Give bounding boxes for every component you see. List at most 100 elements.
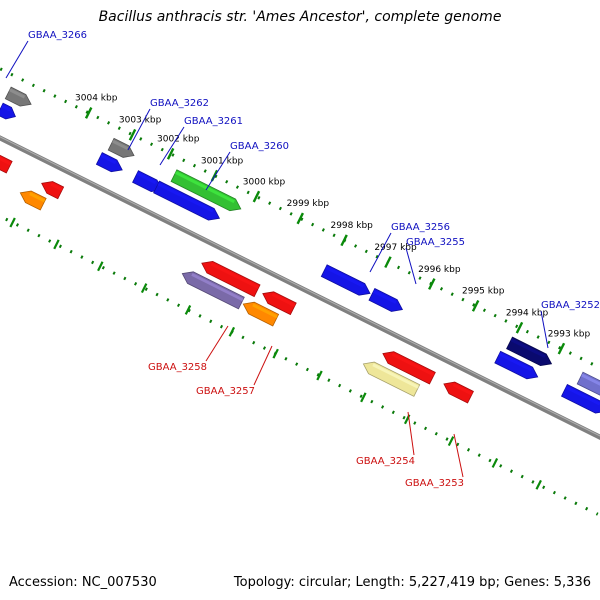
gene-highlight	[191, 273, 244, 302]
gene-label-leader	[127, 108, 151, 151]
reverse-gene-arrow	[181, 271, 245, 310]
inner-ring-tick	[140, 283, 148, 294]
scale-layer: 3004 kbp 3003 kbp 3002 kbp 3001 kbp 3000 kbp…	[0, 67, 600, 516]
scale-tick	[471, 299, 480, 312]
scale-tick	[296, 212, 305, 225]
gene-highlight	[391, 353, 435, 377]
scale-tick	[84, 107, 93, 119]
inner-ring-tick	[535, 479, 542, 490]
scale-tick-label: 3003 kbp	[119, 116, 162, 126]
forward-gene-arrow	[560, 383, 600, 414]
genome-backbone-highlight	[0, 136, 600, 437]
scale-tick-label: 2997 kbp	[374, 243, 417, 253]
accession-text: Accession: NC_007530	[9, 575, 157, 590]
inner-ring-tick	[491, 457, 499, 468]
scale-tick-label: 2999 kbp	[287, 199, 330, 209]
inner-ring-tick	[316, 370, 323, 381]
gene-label-leader	[453, 433, 464, 478]
gene-name-label: GBAA_3258	[148, 362, 207, 373]
gene-highlight	[112, 139, 129, 150]
scale-dotted-ring	[0, 67, 600, 370]
gene-highlight	[498, 352, 532, 372]
forward-gene-arrow	[576, 371, 600, 396]
scale-tick	[384, 256, 392, 269]
gene-name-label: GBAA_3262	[150, 98, 209, 109]
scale-tick-label: 2995 kbp	[462, 287, 505, 297]
scale-tick	[128, 128, 137, 141]
gene-highlight	[252, 303, 278, 319]
inner-ring-tick	[9, 217, 16, 228]
gene-name-label: GBAA_3266	[28, 30, 87, 41]
gene-highlight	[372, 289, 397, 304]
gene-highlight	[50, 182, 63, 192]
gene-name-label: GBAA_3257	[196, 386, 255, 397]
label-layer: GBAA_3266GBAA_3262GBAA_3261GBAA_3260GBAA…	[5, 30, 600, 489]
gene-layer	[0, 86, 600, 414]
inner-ring-tick	[447, 436, 455, 447]
gene-name-label: GBAA_3260	[230, 141, 289, 152]
reverse-gene-arrow	[262, 291, 297, 316]
inner-ring-tick	[184, 304, 192, 315]
gene-highlight	[510, 338, 546, 358]
inner-ring-tick	[272, 348, 279, 359]
gene-highlight	[452, 383, 473, 396]
forward-gene-arrow	[4, 86, 32, 107]
genome-backbone	[0, 135, 600, 440]
gene-label-leader	[405, 247, 417, 285]
scale-tick	[340, 234, 348, 247]
scale-tick-label: 3000 kbp	[243, 177, 286, 187]
gene-highlight	[210, 262, 260, 289]
reverse-gene-arrow	[443, 381, 474, 404]
reverse-gene-arrow	[242, 301, 280, 327]
gene-highlight	[0, 156, 12, 166]
scale-tick-label: 2993 kbp	[548, 329, 591, 339]
inner-ring-tick	[97, 261, 104, 272]
scale-tick-label: 3001 kbp	[201, 156, 244, 166]
scale-tick-label: 2996 kbp	[418, 265, 461, 275]
gene-highlight	[9, 88, 26, 99]
inner-ring-tick	[53, 239, 60, 250]
topology-summary: Topology: circular; Length: 5,227,419 bp…	[233, 575, 591, 590]
gene-highlight	[1, 104, 11, 112]
scale-tick	[515, 321, 524, 334]
gene-name-label: GBAA_3253	[405, 478, 464, 489]
inner-dotted-ring	[0, 214, 599, 516]
gene-name-label: GBAA_3254	[356, 456, 415, 467]
scale-tick	[166, 147, 175, 160]
reverse-gene-arrow	[362, 361, 421, 397]
gene-highlight	[581, 373, 600, 386]
scale-tick	[557, 342, 566, 355]
scale-tick	[428, 278, 436, 290]
gene-name-label: GBAA_3255	[406, 237, 465, 248]
gene-highlight	[136, 172, 157, 184]
gene-highlight	[29, 192, 46, 203]
backbone-layer	[0, 135, 600, 440]
gene-highlight	[100, 154, 117, 164]
gene-name-label: GBAA_3252	[541, 300, 600, 311]
gene-highlight	[325, 266, 365, 288]
gene-label-leader	[253, 345, 273, 386]
scale-tick-label: 2998 kbp	[330, 221, 373, 231]
reverse-gene-arrow	[201, 260, 261, 298]
gene-highlight	[372, 363, 419, 389]
gene-label-leader	[5, 40, 29, 79]
gene-label-leader	[205, 325, 229, 362]
map-title: Bacillus anthracis str. 'Ames Ancestor',…	[98, 9, 502, 25]
gene-highlight	[565, 385, 600, 406]
scale-tick-label: 3004 kbp	[75, 94, 118, 104]
scale-tick-label: 3002 kbp	[157, 135, 200, 145]
scale-tick-label: 2994 kbp	[506, 309, 549, 319]
forward-gene-arrow	[107, 137, 135, 158]
scale-tick	[252, 190, 261, 203]
gene-label-leader	[407, 411, 415, 456]
gene-label-leader	[205, 151, 231, 191]
gene-highlight	[174, 171, 235, 204]
gene-label-leader	[159, 126, 185, 166]
reverse-gene-arrow	[382, 351, 436, 385]
gene-highlight	[157, 182, 214, 213]
reverse-gene-arrow	[19, 190, 47, 211]
gene-label-leader	[369, 232, 392, 273]
inner-ring-tick	[360, 392, 367, 403]
gene-label-leader	[540, 310, 549, 349]
